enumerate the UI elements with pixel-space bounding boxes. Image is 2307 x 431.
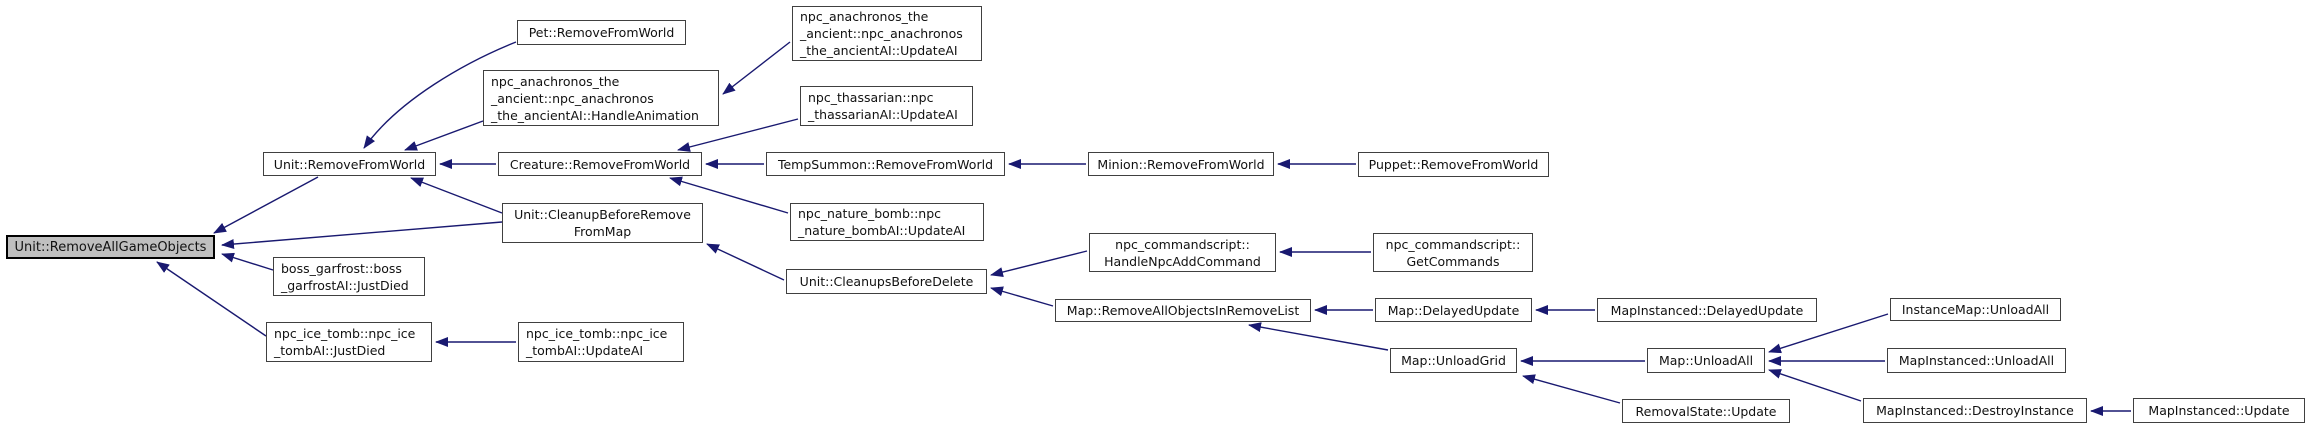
edge-handleanimation-to-unitremovefromworld (404, 120, 484, 151)
node-npc-ice-tomb-just-died[interactable]: npc_ice_tomb::npc_ice _tombAI::JustDied (266, 322, 432, 362)
node-unit-remove-all-game-objects[interactable]: Unit::RemoveAllGameObjects (6, 235, 215, 259)
node-map-unload-grid[interactable]: Map::UnloadGrid (1390, 348, 1517, 373)
node-npc-commandscript-get-commands[interactable]: npc_commandscript:: GetCommands (1373, 233, 1533, 272)
edge-removeallobjects-to-cleanupsbeforedelete (990, 286, 1054, 307)
node-unit-cleanup-before-remove-from-map[interactable]: Unit::CleanupBeforeRemove FromMap (502, 203, 703, 243)
node-pet-remove-from-world[interactable]: Pet::RemoveFromWorld (517, 20, 686, 45)
edge-instancemapunloadall-to-mapunloadall (1768, 313, 1889, 354)
edge-icetombjustdied-to-removeallgameobjects (156, 261, 267, 337)
node-map-instanced-update[interactable]: MapInstanced::Update (2133, 398, 2305, 423)
node-map-instanced-unload-all[interactable]: MapInstanced::UnloadAll (1887, 348, 2066, 373)
node-minion-remove-from-world[interactable]: Minion::RemoveFromWorld (1088, 152, 1274, 176)
node-removal-state-update[interactable]: RemovalState::Update (1622, 399, 1790, 423)
node-npc-thassarian-update-ai[interactable]: npc_thassarian::npc _thassarianAI::Updat… (800, 86, 973, 126)
node-unit-cleanups-before-delete[interactable]: Unit::CleanupsBeforeDelete (786, 269, 987, 294)
edge-removefromworld-to-removeallgameobjects (213, 176, 319, 234)
edge-cleanupbeforeremove-to-removeallgameobjects (221, 221, 503, 250)
node-map-delayed-update[interactable]: Map::DelayedUpdate (1375, 298, 1532, 322)
node-unit-remove-from-world[interactable]: Unit::RemoveFromWorld (263, 152, 436, 176)
node-temp-summon-remove-from-world[interactable]: TempSummon::RemoveFromWorld (766, 152, 1005, 176)
node-boss-garfrost-just-died[interactable]: boss_garfrost::boss _garfrostAI::JustDie… (273, 257, 425, 296)
edge-handlenpcadd-to-cleanupsbeforedelete (990, 250, 1088, 277)
node-map-remove-all-objects-in-remove-list[interactable]: Map::RemoveAllObjectsInRemoveList (1055, 299, 1311, 322)
edge-bossgarfrost-to-removeallgameobjects (221, 252, 274, 271)
edge-removalstate-to-unloadgrid (1522, 374, 1621, 404)
edge-naturebomb-to-creature (669, 176, 789, 214)
node-npc-commandscript-handle-npc-add-command[interactable]: npc_commandscript:: HandleNpcAddCommand (1089, 233, 1276, 272)
node-map-unload-all[interactable]: Map::UnloadAll (1647, 348, 1765, 373)
node-npc-ice-tomb-update-ai[interactable]: npc_ice_tomb::npc_ice _tombAI::UpdateAI (518, 322, 684, 362)
edge-pet-to-unitremovefromworld (363, 41, 517, 149)
edge-anachronosupdateai-to-handleanimation (722, 41, 791, 95)
edge-cleanupsbeforedelete-to-cleanupbeforeremove (706, 243, 785, 281)
edge-cleanupbeforeremove-to-unitremovefromworld (410, 177, 503, 214)
node-npc-nature-bomb-update-ai[interactable]: npc_nature_bomb::npc _nature_bombAI::Upd… (790, 203, 984, 241)
node-creature-remove-from-world[interactable]: Creature::RemoveFromWorld (498, 152, 702, 176)
node-instance-map-unload-all[interactable]: InstanceMap::UnloadAll (1890, 298, 2061, 321)
node-map-instanced-destroy-instance[interactable]: MapInstanced::DestroyInstance (1863, 398, 2087, 423)
edge-thassarian-to-creature (677, 118, 799, 152)
node-npc-anachronos-update-ai[interactable]: npc_anachronos_the _ancient::npc_anachro… (792, 6, 982, 61)
node-puppet-remove-from-world[interactable]: Puppet::RemoveFromWorld (1358, 152, 1549, 177)
node-map-instanced-delayed-update[interactable]: MapInstanced::DelayedUpdate (1597, 298, 1817, 322)
node-npc-anachronos-handle-animation[interactable]: npc_anachronos_the _ancient::npc_anachro… (483, 70, 719, 126)
edge-destroyinstance-to-mapunloadall (1768, 369, 1862, 402)
edge-unloadgrid-to-removeallobjects (1248, 322, 1389, 351)
